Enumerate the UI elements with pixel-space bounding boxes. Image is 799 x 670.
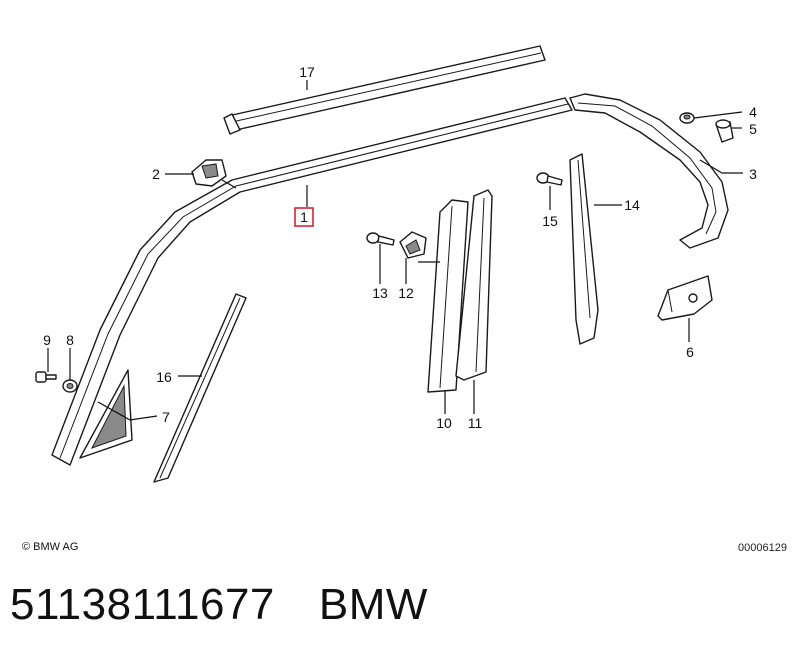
callout-4: 4 [749, 104, 757, 120]
callout-11: 11 [468, 415, 483, 431]
callout-3: 3 [749, 166, 757, 182]
callout-6: 6 [686, 344, 694, 360]
callout-8: 8 [66, 332, 74, 348]
part-7-triangle-cover [79, 369, 133, 459]
part-14-rear-strip [569, 153, 599, 345]
callout-15: 15 [542, 213, 558, 229]
part-2-clip [191, 159, 227, 187]
part-10-pillar-trim [427, 199, 469, 393]
callout-9: 9 [43, 332, 51, 348]
part-16-strip [153, 293, 247, 483]
callout-1-highlight-box [294, 207, 314, 227]
document-number: 00006129 [738, 542, 787, 554]
callout-1: 1 [300, 209, 308, 225]
part-12-clip [399, 231, 427, 259]
callout-16: 16 [156, 369, 172, 385]
leader-lines [47, 80, 743, 421]
callout-5: 5 [749, 121, 757, 137]
part-4-grommet [679, 112, 695, 124]
part-13-screw [366, 232, 395, 246]
part-number-line: 51138111677 BMW [10, 580, 428, 630]
part-5-expanding-nut [715, 119, 734, 143]
callout-14: 14 [624, 197, 640, 213]
part-9-screw [35, 371, 57, 383]
callout-10: 10 [436, 415, 452, 431]
callout-labels: 1 2 3 4 5 6 7 8 9 10 11 12 13 14 15 16 1… [43, 64, 757, 431]
callout-7: 7 [162, 409, 170, 425]
callout-12: 12 [398, 285, 414, 301]
part-number: 51138111677 [10, 580, 275, 629]
part-8-washer [62, 379, 78, 393]
part-15-screw [536, 172, 563, 186]
part-6-bracket [657, 275, 713, 321]
callout-17: 17 [299, 64, 315, 80]
callout-2: 2 [152, 166, 160, 182]
part-3-rear-frame [569, 93, 729, 249]
copyright-notice: © BMW AG [22, 541, 79, 553]
part-11-pillar-trim [455, 189, 493, 381]
brand-name: BMW [318, 580, 428, 629]
part-1-window-frame-seal [51, 97, 573, 466]
part-17-trim-strip [223, 45, 546, 135]
callout-13: 13 [372, 285, 388, 301]
